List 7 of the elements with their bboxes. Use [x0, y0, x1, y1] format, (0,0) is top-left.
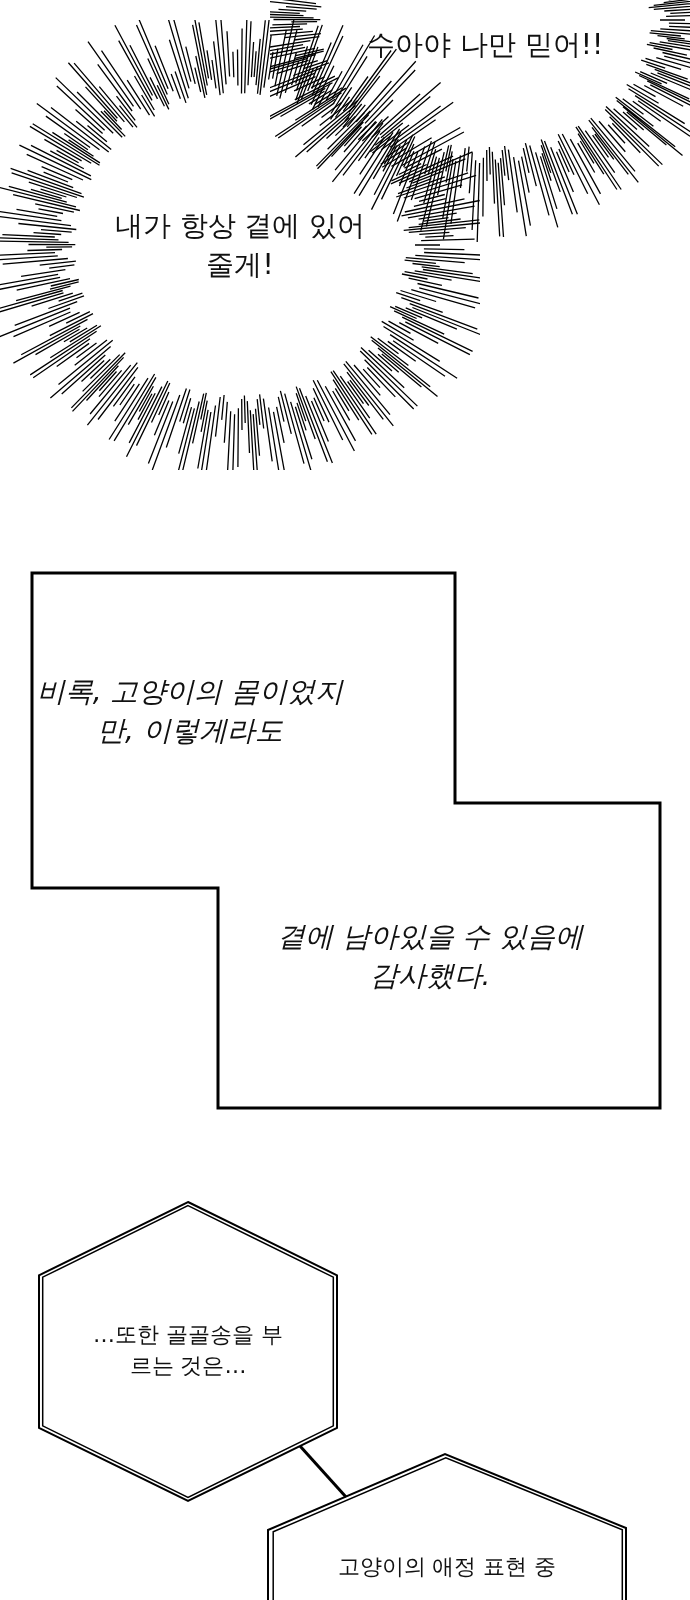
narration-text: 곁에 남아있을 수 있음에 감사했다.: [275, 918, 585, 994]
speech-text: 내가 항상 곁에 있어줄게!: [113, 207, 367, 283]
bubble-tail: [298, 1445, 348, 1498]
speech-text: …또한 골골송을 부르는 것은…: [92, 1321, 284, 1380]
narration-text: 비록, 고양이의 몸이었지만, 이렇게라도: [35, 673, 345, 749]
speech-text: 고양이의 애정 표현 중: [337, 1552, 557, 1581]
speech-text: 수아야 나만 믿어!!: [365, 27, 605, 64]
